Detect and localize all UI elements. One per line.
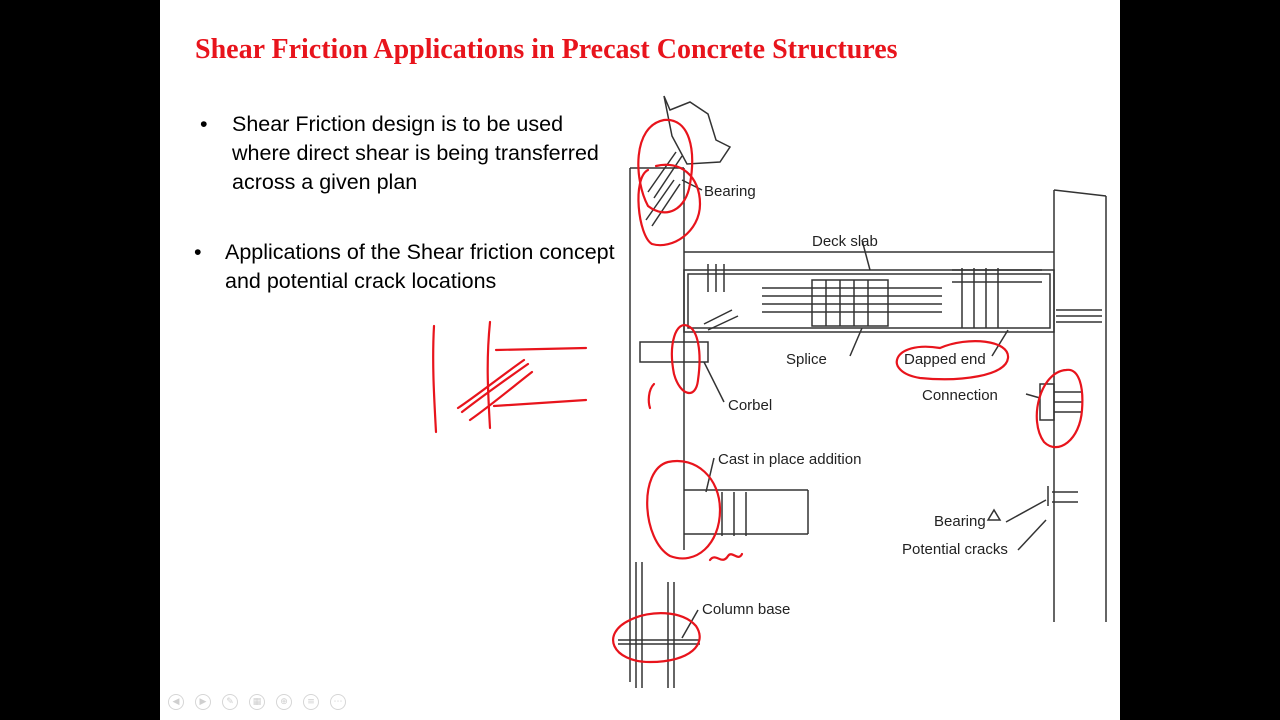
- leader-line: [1025, 393, 1041, 399]
- deck-beam-inner: [687, 273, 1051, 329]
- bearing-triangle-icon: [986, 508, 1002, 521]
- label-connection: Connection: [922, 387, 998, 404]
- ink-sketch-line: [460, 362, 530, 414]
- right-column-top: [1053, 189, 1107, 197]
- corbel: [639, 341, 709, 363]
- zoom-icon[interactable]: ⊕: [276, 694, 292, 710]
- ink-sketch-line: [492, 398, 588, 408]
- more-icon[interactable]: ⋯: [330, 694, 346, 710]
- ink-sketch-line: [432, 324, 438, 434]
- previous-icon[interactable]: ◀: [168, 694, 184, 710]
- leader-line: [849, 327, 863, 357]
- precast-structure-diagram: Bearing Deck slab Splice Dapped end Corb…: [618, 95, 1107, 688]
- leader-line: [1005, 499, 1047, 523]
- pen-icon[interactable]: ✎: [222, 694, 238, 710]
- subtitle-icon[interactable]: ≡: [303, 694, 319, 710]
- bullet-item: • Applications of the Shear friction con…: [194, 238, 634, 296]
- label-corbel: Corbel: [728, 397, 772, 414]
- label-bearing-top: Bearing: [704, 183, 756, 200]
- corbel-bar: [707, 315, 739, 331]
- leader-line: [681, 609, 699, 639]
- ink-sketch-line: [456, 358, 526, 410]
- connection-plate: [1039, 383, 1055, 421]
- leader-line: [705, 457, 715, 493]
- label-column-base: Column base: [702, 601, 790, 618]
- bullet-marker: •: [194, 240, 202, 264]
- leader-line: [681, 179, 703, 191]
- presentation-controls: ◀ ▶ ✎ ▦ ⊕ ≡ ⋯: [168, 694, 346, 714]
- ink-sketch-line: [494, 346, 588, 352]
- slide-title: Shear Friction Applications in Precast C…: [195, 34, 898, 65]
- bullet-item: • Shear Friction design is to be used wh…: [200, 110, 620, 197]
- bullet-marker: •: [200, 112, 208, 136]
- splice-zone: [811, 279, 889, 327]
- leader-line: [991, 329, 1009, 357]
- bullet-text: Applications of the Shear friction conce…: [225, 240, 615, 293]
- ink-sketch-line: [468, 370, 534, 422]
- label-deck-slab: Deck slab: [812, 233, 878, 250]
- leader-line: [861, 239, 871, 271]
- leader-line: [1017, 519, 1047, 551]
- label-bearing-right: Bearing: [934, 513, 986, 530]
- ink-sketch-line: [486, 320, 492, 430]
- slides-icon[interactable]: ▦: [249, 694, 265, 710]
- bullet-text: Shear Friction design is to be used wher…: [232, 112, 599, 194]
- corbel-bar: [703, 309, 733, 325]
- slide: Shear Friction Applications in Precast C…: [160, 0, 1120, 720]
- leader-line: [703, 361, 725, 403]
- label-cast-in-place: Cast in place addition: [718, 451, 861, 468]
- label-dapped-end: Dapped end: [904, 351, 986, 368]
- next-icon[interactable]: ▶: [195, 694, 211, 710]
- label-potential-cracks: Potential cracks: [902, 541, 1008, 558]
- label-splice: Splice: [786, 351, 827, 368]
